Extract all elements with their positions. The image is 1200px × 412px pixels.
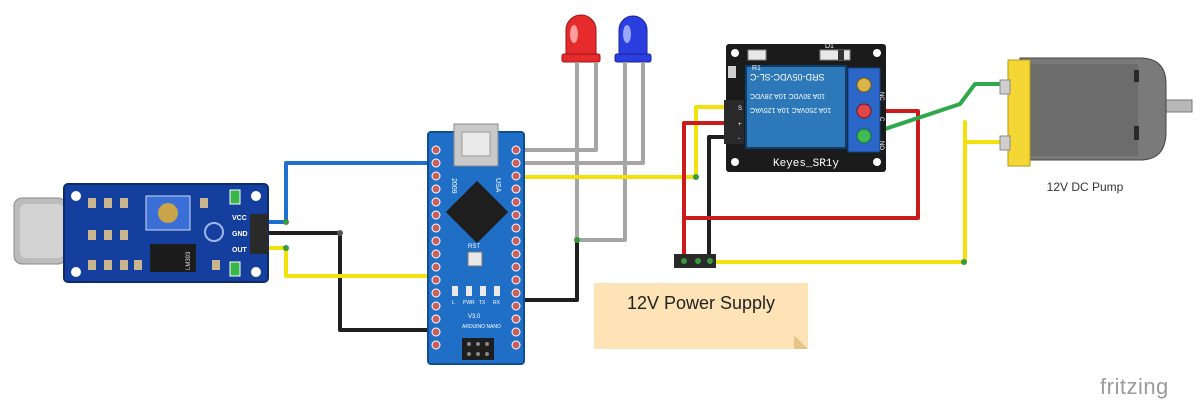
arduino-pins-left — [431, 145, 441, 350]
sensor-pin-out: OUT — [232, 247, 248, 254]
arduino-pins-right — [511, 145, 521, 350]
note-fold-corner — [794, 335, 808, 349]
relay-pin-c: C — [878, 117, 884, 122]
reset-button — [467, 251, 483, 267]
relay-pin-no: NO — [878, 141, 884, 150]
wire-vcc-blue — [266, 161, 437, 224]
fritzing-logo: fritzing — [1100, 374, 1169, 399]
relay-led — [728, 66, 736, 78]
wire-relay-gnd-black — [707, 135, 730, 266]
arduino-led-l: L — [452, 300, 455, 306]
relay-module: R1 D1 SRD-05VDC-SL-C 10A 250VAC 10A 125V… — [724, 43, 886, 172]
relay-pin-plus: + — [738, 122, 742, 128]
relay-pin-minus: - — [738, 136, 740, 142]
sensor-chip-label: LM393 — [186, 251, 192, 270]
wires — [266, 68, 1012, 332]
power-supply-note: 12V Power Supply — [594, 283, 808, 349]
relay-pin-s: S — [738, 106, 742, 112]
arduino-rst-label: RST — [468, 244, 480, 250]
relay-model: SRD-05VDC-SL-C — [750, 72, 825, 82]
wire-gnd-black — [266, 231, 437, 332]
sensor-components — [88, 198, 220, 270]
power-supply-jack — [674, 254, 716, 268]
wire-led-red-cathode — [518, 68, 598, 152]
wire-relay-vcc-red — [682, 121, 730, 260]
relay-rating-2: 10A 30VDC 10A 28VDC — [750, 92, 825, 99]
relay-terminal-no — [856, 128, 872, 144]
relay-input-header — [724, 100, 744, 144]
wire-out-yellow — [266, 246, 437, 278]
arduino-status-leds — [452, 286, 500, 296]
wire-led-blue-anode — [575, 68, 627, 242]
relay-pin-nc: NC — [878, 92, 884, 101]
power-supply-label: 12V Power Supply — [626, 293, 776, 313]
wire-relay-no-green — [862, 82, 1012, 138]
wire-arduino-gnd-black — [516, 238, 579, 302]
wire-relay-signal-yellow — [518, 105, 730, 179]
arduino-led-tx: TX — [479, 300, 486, 306]
sensor-pin-vcc: VCC — [232, 215, 247, 222]
relay-name: Keyes_SR1y — [773, 158, 839, 170]
arduino-mcu-chip — [445, 180, 509, 244]
led-red — [561, 14, 601, 72]
sensor-led-power — [229, 189, 241, 205]
relay-r1-label: R1 — [752, 65, 761, 72]
relay-terminal-nc — [856, 77, 872, 93]
relay-d1-label: D1 — [825, 43, 834, 50]
pump-label: 12V DC Pump — [1046, 180, 1124, 194]
dc-pump — [999, 57, 1193, 167]
relay-rating-1: 10A 250VAC 10A 125VAC — [750, 106, 831, 113]
relay-terminal-common — [856, 103, 872, 119]
microphone-body — [20, 204, 64, 258]
wire-led-blue-cathode — [518, 68, 645, 165]
arduino-nano: 2009 USA RST L PWR TX RX V3.0 ARDUINO NA… — [427, 123, 525, 365]
arduino-year-label: 2009 — [450, 178, 457, 194]
arduino-led-rx: RX — [493, 300, 501, 306]
arduino-usa-label: USA — [494, 178, 501, 193]
sensor-pin-gnd: GND — [232, 231, 248, 238]
icsp-header — [462, 338, 494, 360]
relay-body — [745, 65, 847, 149]
arduino-led-pwr: PWR — [463, 300, 475, 306]
wire-relay-common-red — [682, 109, 920, 220]
arduino-version: V3.0 — [468, 314, 481, 320]
relay-d1 — [819, 49, 851, 61]
arduino-title: ARDUINO NANO — [462, 324, 501, 330]
pump-endcap — [1007, 59, 1031, 167]
relay-r1 — [747, 49, 767, 61]
junction-dots — [283, 174, 967, 265]
wire-pump-yellow — [710, 120, 1007, 264]
led-blue — [614, 15, 652, 72]
sensor-led-signal — [229, 261, 241, 277]
sound-sensor-module: LM393 VCC GND OUT — [13, 183, 269, 283]
